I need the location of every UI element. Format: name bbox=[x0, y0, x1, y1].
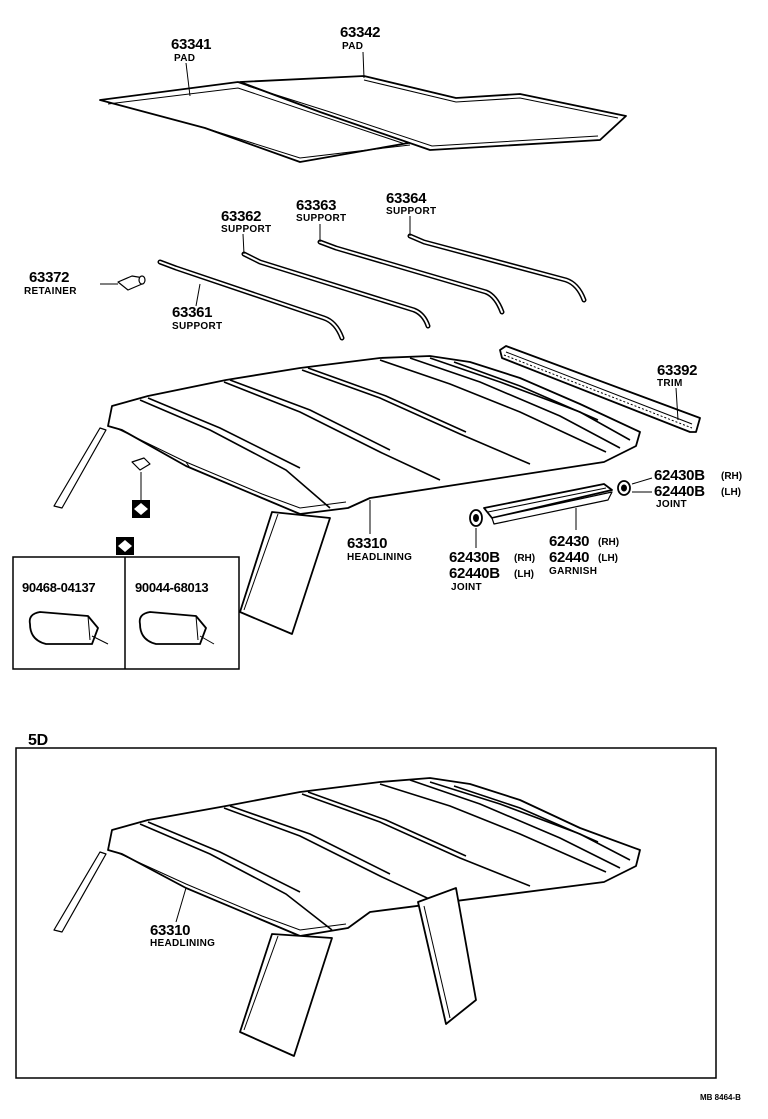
retainer-63372-drawing bbox=[100, 275, 146, 291]
label-63364: 63364 SUPPORT bbox=[386, 190, 436, 236]
headlining-63310-drawing bbox=[53, 355, 641, 635]
joint-right-number-rh: 62430B bbox=[654, 467, 705, 484]
label-63310-top: 63310 HEADLINING bbox=[347, 500, 412, 563]
variant-part-name: HEADLINING bbox=[150, 938, 215, 949]
part-name-63392: TRIM bbox=[657, 378, 683, 389]
part-number-63342: 63342 bbox=[340, 24, 380, 41]
clip-item-1-drawing bbox=[28, 611, 109, 645]
clip-part-number-1: 90468-04137 bbox=[22, 580, 95, 595]
clip-marker-diamond bbox=[132, 472, 150, 518]
part-number-63310: 63310 bbox=[347, 535, 387, 552]
part-number-63372: 63372 bbox=[29, 269, 69, 286]
joint-right-name: JOINT bbox=[656, 499, 687, 510]
joint-right-suffix-lh: (LH) bbox=[721, 487, 741, 498]
label-63363: 63363 SUPPORT bbox=[296, 197, 346, 242]
label-63361: 63361 SUPPORT bbox=[172, 283, 222, 332]
joint-left-name: JOINT bbox=[451, 582, 482, 593]
part-name-63341: PAD bbox=[174, 53, 195, 64]
label-63362: 63362 SUPPORT bbox=[221, 208, 271, 255]
part-number-63362: 63362 bbox=[221, 208, 261, 225]
variant-frame bbox=[15, 747, 717, 1079]
label-63341: 63341 PAD bbox=[171, 36, 212, 97]
part-name-63372: RETAINER bbox=[24, 286, 77, 297]
variant-label: 5D bbox=[28, 732, 48, 749]
joint-left-number-rh: 62430B bbox=[449, 549, 500, 566]
part-number-63341: 63341 bbox=[171, 36, 211, 53]
garnish-drawing bbox=[483, 483, 613, 525]
part-name-63310: HEADLINING bbox=[347, 552, 412, 563]
part-number-63392: 63392 bbox=[657, 362, 697, 379]
garnish-name: GARNISH bbox=[549, 566, 597, 577]
part-name-63362: SUPPORT bbox=[221, 224, 271, 235]
garnish-suffix-rh: (RH) bbox=[598, 537, 619, 548]
label-garnish: 62430 (RH) 62440 (LH) GARNISH bbox=[549, 508, 619, 577]
part-number-63364: 63364 bbox=[386, 190, 427, 207]
joint-left-number-lh: 62440B bbox=[449, 565, 500, 582]
label-63392: 63392 TRIM bbox=[657, 362, 698, 421]
part-number-63363: 63363 bbox=[296, 197, 336, 214]
joint-left-suffix-rh: (RH) bbox=[514, 553, 535, 564]
label-joint-right: 62430B (RH) 62440B (LH) JOINT bbox=[631, 467, 742, 510]
clip-item-2-drawing bbox=[138, 611, 215, 645]
clip-part-number-2: 90044-68013 bbox=[135, 580, 208, 595]
label-joint-left: 62430B (RH) 62440B (LH) JOINT bbox=[449, 528, 535, 593]
joint-left-suffix-lh: (LH) bbox=[514, 569, 534, 580]
trim-63392-drawing bbox=[499, 345, 701, 433]
label-63342: 63342 PAD bbox=[340, 24, 381, 79]
part-name-63363: SUPPORT bbox=[296, 213, 346, 224]
joint-right-drawing bbox=[617, 480, 631, 496]
garnish-number-rh: 62430 bbox=[549, 533, 589, 550]
headlining-5d-drawing bbox=[53, 777, 641, 1057]
joint-left-drawing bbox=[469, 509, 483, 527]
pad-63342-drawing bbox=[239, 75, 627, 151]
variant-part-number: 63310 bbox=[150, 922, 190, 939]
garnish-number-lh: 62440 bbox=[549, 549, 589, 566]
pad-63341-drawing bbox=[99, 81, 415, 163]
label-63310-5d: 63310 HEADLINING bbox=[150, 887, 215, 949]
clip-box: 90468-04137 90044-68013 bbox=[12, 537, 240, 670]
part-name-63364: SUPPORT bbox=[386, 206, 436, 217]
garnish-suffix-lh: (LH) bbox=[598, 553, 618, 564]
part-name-63342: PAD bbox=[342, 41, 363, 52]
label-63372: 63372 RETAINER bbox=[24, 269, 77, 297]
joint-right-number-lh: 62440B bbox=[654, 483, 705, 500]
part-number-63361: 63361 bbox=[172, 304, 212, 321]
footer-code: MB 8464-B bbox=[700, 1093, 741, 1102]
joint-right-suffix-rh: (RH) bbox=[721, 471, 742, 482]
part-name-63361: SUPPORT bbox=[172, 321, 222, 332]
support-rods bbox=[157, 233, 587, 341]
